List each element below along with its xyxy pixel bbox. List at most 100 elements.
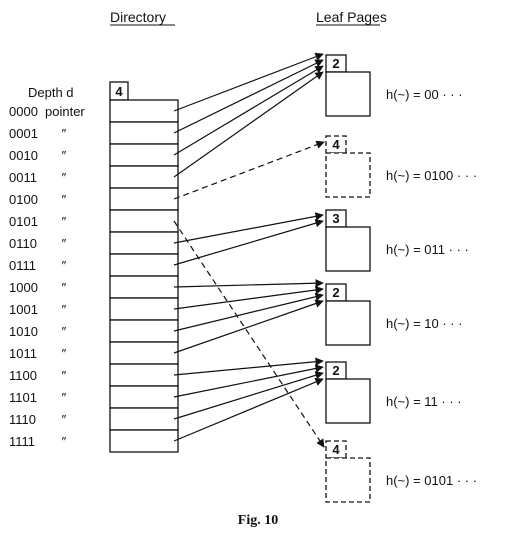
leaf-pages-heading: Leaf Pages (316, 9, 387, 25)
figure-caption: Fig. 10 (238, 513, 278, 528)
ditto-mark: ″ (61, 324, 66, 339)
directory-cell (109, 385, 179, 409)
directory-cell (109, 341, 179, 365)
directory-cell (109, 99, 179, 123)
directory-bits-label: 0110 (9, 236, 37, 251)
leaf-page: 4 h(~) = 0100 · · · (325, 135, 477, 198)
leaf-page: 4 h(~) = 0101 · · · (325, 440, 477, 503)
pointer-arrow (173, 219, 324, 266)
pointer-arrows (173, 52, 325, 448)
leaf-page-body (325, 457, 371, 503)
pointer-arrow (173, 299, 324, 354)
directory-cell (109, 253, 179, 277)
directory-bits-label: 1110 (9, 412, 36, 427)
leaf-hash-label: h(~) = 0100 · · · (386, 168, 477, 183)
directory-bits-label: 0001 (9, 126, 38, 141)
directory-bits-label: 1001 (9, 302, 38, 317)
pointer-arrow (173, 285, 324, 310)
leaf-hash-label: h(~) = 11 · · · (386, 394, 462, 409)
directory-bits-label: 1101 (9, 390, 37, 405)
ditto-mark: ″ (61, 390, 66, 405)
directory-bits-label: 1000 (9, 280, 38, 295)
global-depth-value: 4 (115, 84, 123, 99)
leaf-page: 2 h(~) = 10 · · · (325, 283, 463, 346)
directory-bits-label: 0111 (9, 258, 36, 273)
ditto-mark: ″ (61, 302, 66, 317)
leaf-page-body (325, 71, 371, 117)
leaf-page-body (325, 378, 371, 424)
directory-cell (109, 363, 179, 387)
leaf-page: 3 h(~) = 011 · · · (325, 209, 469, 272)
directory-cell (109, 231, 179, 255)
pointer-arrow (173, 292, 324, 332)
ditto-mark: ″ (61, 236, 66, 251)
ditto-mark: ″ (61, 148, 66, 163)
leaf-local-depth: 2 (332, 363, 339, 378)
ditto-mark: ″ (61, 368, 66, 383)
leaf-depth-box (325, 135, 347, 154)
pointer-arrow (173, 65, 324, 156)
leaf-local-depth: 4 (332, 137, 340, 152)
directory-cell (109, 187, 179, 211)
leaf-page: 2 h(~) = 00 · · · (325, 54, 463, 117)
leaf-local-depth: 3 (332, 211, 339, 226)
pointer-arrow (173, 140, 325, 200)
directory-cells (109, 99, 179, 453)
directory-bits-label: 0100 (9, 192, 38, 207)
pointer-arrow (173, 220, 325, 448)
leaf-depth-box (325, 440, 347, 459)
leaf-page: 2 h(~) = 11 · · · (325, 361, 462, 424)
leaf-page-body (325, 152, 371, 198)
leaf-pages: 2 h(~) = 00 · · · 4 h(~) = 0100 · · · 3 h(~) … (325, 54, 477, 503)
ditto-mark: ″ (61, 170, 66, 185)
pointer-arrow (173, 279, 324, 288)
directory-cell (109, 297, 179, 321)
pointer-label: pointer (45, 104, 85, 119)
directory-bits-label: 1011 (9, 346, 37, 361)
directory-cell (109, 319, 179, 343)
directory-bits-label: 0011 (9, 170, 37, 185)
leaf-hash-label: h(~) = 10 · · · (386, 316, 463, 331)
directory-cell (109, 143, 179, 167)
directory-bits-label: 1100 (9, 368, 37, 383)
ditto-mark: ″ (61, 192, 66, 207)
leaf-local-depth: 2 (332, 285, 339, 300)
leaf-hash-label: h(~) = 0101 · · · (386, 473, 477, 488)
directory-cell (109, 407, 179, 431)
leaf-local-depth: 4 (332, 442, 340, 457)
leaf-page-body (325, 226, 371, 272)
ditto-mark: ″ (61, 214, 66, 229)
pointer-arrow (173, 364, 324, 398)
leaf-hash-label: h(~) = 00 · · · (386, 87, 463, 102)
leaf-local-depth: 2 (332, 56, 339, 71)
depth-header: Depth d (28, 85, 74, 100)
directory-cell (109, 275, 179, 299)
ditto-mark: ″ (61, 126, 66, 141)
directory-cell (109, 121, 179, 145)
directory-heading: Directory (110, 9, 166, 25)
pointer-arrow (173, 212, 324, 244)
directory-bits-label: 0010 (9, 148, 38, 163)
ditto-mark: ″ (61, 434, 66, 449)
ditto-mark: ″ (61, 258, 66, 273)
pointer-arrow (173, 357, 324, 376)
directory-bits-label: 1111 (9, 434, 35, 449)
directory-bits-label: 1010 (9, 324, 38, 339)
directory-cell (109, 209, 179, 233)
directory-bits-label: 0101 (9, 214, 38, 229)
leaf-page-body (325, 300, 371, 346)
pointer-arrow (173, 52, 324, 112)
directory-cell (109, 165, 179, 189)
ditto-mark: ″ (61, 346, 66, 361)
leaf-hash-label: h(~) = 011 · · · (386, 242, 469, 257)
directory-labels: 0000 pointer 0001 ″ 0010 ″ 0011 ″ 0100 ″ 0101 ″ 0110… (9, 104, 85, 449)
directory-bits-label: 0000 (9, 104, 38, 119)
ditto-mark: ″ (61, 280, 66, 295)
pointer-arrow (173, 378, 324, 442)
ditto-mark: ″ (61, 412, 66, 427)
directory-cell (109, 429, 179, 453)
pointer-arrow (173, 371, 324, 420)
pointer-arrow (173, 59, 324, 134)
pointer-arrow (173, 71, 324, 178)
